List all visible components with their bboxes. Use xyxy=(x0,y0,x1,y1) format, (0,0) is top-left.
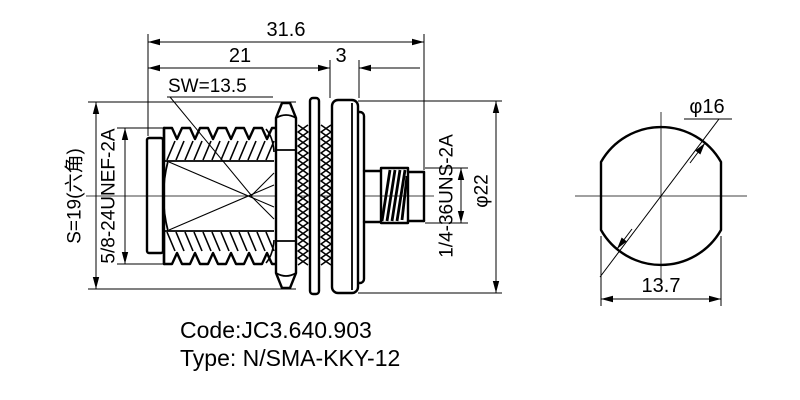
bore-mouth-arc xyxy=(162,160,169,232)
type-note: Type: N/SMA-KKY-12 xyxy=(180,345,400,371)
dim-end-diameter-label: φ16 xyxy=(689,96,724,118)
dim-body-length: 21 xyxy=(148,45,331,98)
thread-hatch-bottom xyxy=(166,231,275,252)
code-note: Code:JC3.640.903 xyxy=(180,317,372,343)
flanged-circle xyxy=(599,125,723,267)
dim-end-diameter: φ16 xyxy=(599,96,732,278)
title-notes: Code:JC3.640.903 Type: N/SMA-KKY-12 xyxy=(180,317,400,371)
hex-nut xyxy=(265,101,298,290)
dim-flange-diameter: φ22 xyxy=(358,100,502,294)
serrated-washer-left xyxy=(297,124,309,266)
dim-sma-thread: 1/4-36UNS-2A xyxy=(425,134,468,258)
thread-profile-top xyxy=(162,126,278,163)
interface-rim xyxy=(145,136,165,255)
internal-cone-lines xyxy=(168,161,275,231)
dim-body-length-label: 21 xyxy=(229,45,251,67)
dim-flange-diameter-label: φ22 xyxy=(472,174,493,207)
dim-across-flats-label: 13.7 xyxy=(642,275,681,297)
flat-washer xyxy=(308,96,321,296)
end-view: φ16 13.7 xyxy=(575,96,747,306)
dim-n-thread: 5/8-24UNEF-2A xyxy=(99,127,163,265)
dim-across-flats: 13.7 xyxy=(600,236,722,306)
dim-flange-thickness: 3 xyxy=(335,45,420,98)
flange-disc xyxy=(330,98,360,295)
sma-jack xyxy=(362,166,426,225)
dim-overall-length: 31.6 xyxy=(147,19,425,170)
dim-hex-size: S=19(六角) xyxy=(64,101,296,290)
thread-profile-bottom xyxy=(162,229,278,266)
dim-overall-length-label: 31.6 xyxy=(267,19,306,41)
dim-sma-thread-label: 1/4-36UNS-2A xyxy=(437,134,458,258)
dim-hex-size-label: S=19(六角) xyxy=(64,148,86,244)
thread-hatch-top xyxy=(166,140,275,161)
dim-wrench-flat-label: SW=13.5 xyxy=(168,76,247,97)
dim-n-thread-label: 5/8-24UNEF-2A xyxy=(99,128,120,263)
dim-flange-thickness-label: 3 xyxy=(335,45,346,67)
serrated-washer-right xyxy=(320,124,332,266)
side-view: 31.6 21 3 S=19(六角) 5/8-24UNEF-2A SW=13.5 xyxy=(64,19,502,296)
dim-wrench-flat: SW=13.5 xyxy=(167,76,273,196)
